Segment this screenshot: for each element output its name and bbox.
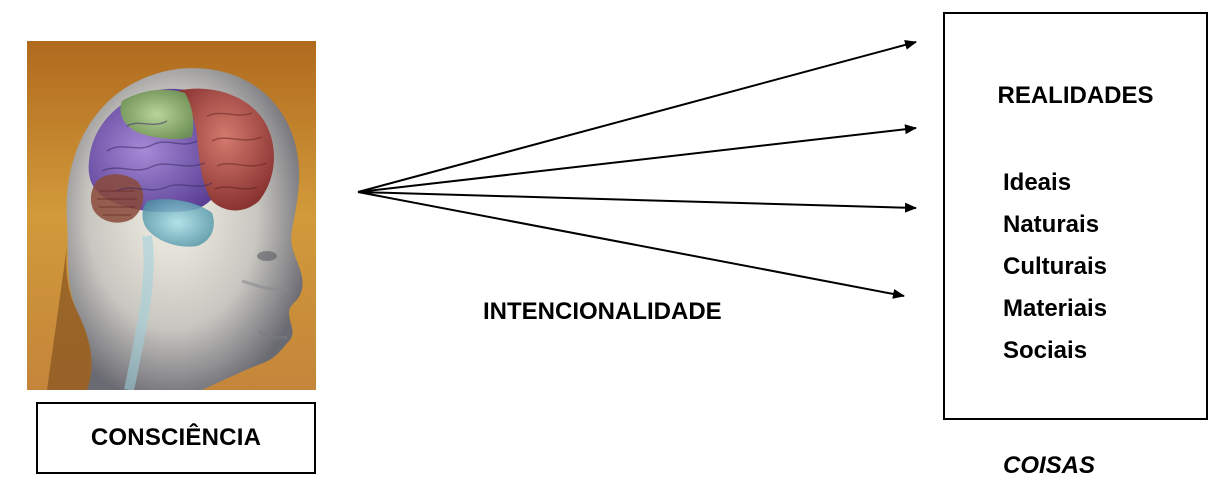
realidade-item: Materiais [1003,295,1108,322]
coisas-label: COISAS [1003,452,1096,479]
realidades-list: Ideais Naturais Culturais Materiais Soci… [1003,162,1107,372]
arrow-4 [357,191,905,299]
intencionalidade-label: INTENCIONALIDADE [483,298,722,325]
realidades-box: REALIDADES Ideais Naturais Culturais Mat… [943,12,1208,420]
realidade-item: Culturais [1003,253,1108,280]
consciencia-label: CONSCIÊNCIA [90,424,262,451]
arrow-1 [357,40,917,193]
arrow-3 [357,191,917,213]
consciencia-box: CONSCIÊNCIA [36,402,316,474]
realidade-item: Sociais [1003,337,1088,364]
realidade-item: Ideais [1003,169,1072,196]
realidade-item: Naturais [1003,211,1100,238]
arrow-2 [357,124,917,193]
realidades-title: REALIDADES [997,82,1154,109]
head-brain-illustration [27,41,316,390]
